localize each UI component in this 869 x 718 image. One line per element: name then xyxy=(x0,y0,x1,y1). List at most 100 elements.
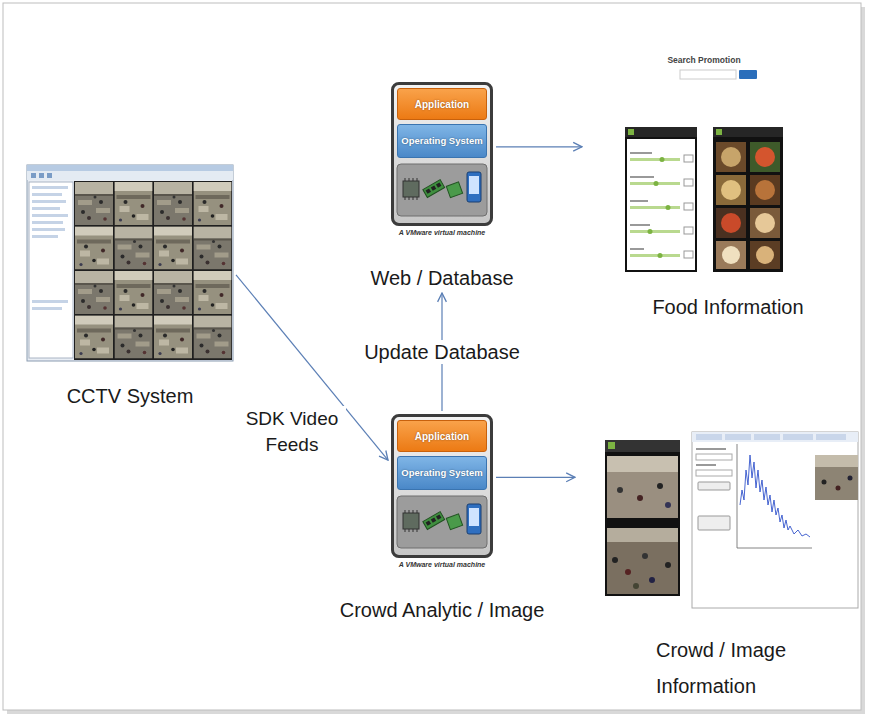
screenshot-area xyxy=(27,165,233,361)
crowd-screenshot xyxy=(737,444,812,548)
cctv-screenshot xyxy=(75,316,113,359)
food-app-screenshot-box: Food Information xyxy=(585,120,835,319)
phone-screenshot xyxy=(625,127,697,272)
crowd-screenshot xyxy=(696,448,726,450)
phone-screenshot xyxy=(628,129,634,135)
crowd-screenshot xyxy=(740,455,810,537)
os-layer: Operating System xyxy=(397,456,487,490)
cctv-screenshot xyxy=(32,235,58,238)
application-layer: Application xyxy=(397,88,487,120)
phone-screenshot xyxy=(630,224,650,226)
phone-screenshot xyxy=(666,205,671,210)
phone-screenshot xyxy=(713,127,783,137)
screenshot-area xyxy=(578,425,860,613)
cctv-screenshot xyxy=(32,221,63,224)
cctv-screenshot xyxy=(75,271,113,314)
cctv-screenshot xyxy=(27,165,233,171)
phone-screenshot xyxy=(684,203,693,210)
crowd-screenshot xyxy=(607,528,678,542)
crowd-screenshot xyxy=(696,464,716,466)
crowd-screenshot xyxy=(607,528,678,594)
crowd-screenshot xyxy=(649,577,655,583)
phone-screenshot xyxy=(625,127,697,137)
vm-frame: ApplicationOperating System xyxy=(391,414,493,558)
crowd-screenshot xyxy=(665,502,671,508)
phone-screenshot xyxy=(721,180,741,200)
crowd-screenshot xyxy=(637,495,643,501)
crowd-screenshot xyxy=(617,487,623,493)
node-label: Crowd Analytic / Image xyxy=(330,599,554,622)
phone-screenshot xyxy=(630,206,680,209)
crowd-screenshot xyxy=(642,553,648,559)
os-layer: Operating System xyxy=(397,124,487,158)
cctv-screenshot xyxy=(32,214,68,217)
flow-arrow xyxy=(496,477,575,478)
cctv-screenshot-box: CCTV System xyxy=(18,165,242,408)
crowd-screenshot xyxy=(605,440,680,596)
cctv-screenshot xyxy=(194,271,232,314)
cctv-screenshot xyxy=(32,300,68,303)
crowd-screenshot xyxy=(815,455,858,500)
crowd-screenshot xyxy=(698,516,730,530)
phone-screenshot xyxy=(630,158,680,161)
vm-body xyxy=(391,414,493,558)
cctv-screenshot xyxy=(115,271,153,314)
phone-screenshot xyxy=(684,155,693,162)
cctv-screenshot xyxy=(154,227,192,270)
layer-label: Operating System xyxy=(401,468,482,478)
vm-body xyxy=(391,82,493,558)
application-layer: Application xyxy=(397,420,487,452)
phone-screenshot xyxy=(755,147,775,167)
phone-screenshot xyxy=(625,127,783,272)
cctv-screenshot xyxy=(32,228,65,231)
cctv-screenshot xyxy=(32,193,62,196)
cctv-screenshot xyxy=(194,316,232,359)
phone-screenshot xyxy=(722,246,740,264)
crowd-screenshot xyxy=(612,557,618,563)
cctv-screenshot xyxy=(39,173,44,178)
vm-frame: ApplicationOperating System xyxy=(391,82,493,226)
phone-screenshot xyxy=(630,200,648,202)
crowd-screenshot xyxy=(692,432,858,442)
flow-arrow xyxy=(496,146,582,147)
crowd-screenshot xyxy=(605,432,858,608)
phone-screenshot xyxy=(716,241,746,269)
cctv-screenshot xyxy=(154,271,192,314)
cctv-screenshot xyxy=(32,207,60,210)
crowd-screenshot xyxy=(836,486,841,491)
flow-arrow xyxy=(236,275,388,460)
layer-label: Application xyxy=(415,431,469,442)
node-label: Crowd / Image Information xyxy=(656,632,796,704)
cctv-screenshot xyxy=(75,227,113,270)
phone-screenshot xyxy=(716,142,746,172)
phone-screenshot xyxy=(755,180,775,200)
phone-screenshot xyxy=(630,248,644,250)
node-label: CCTV System xyxy=(18,385,242,408)
cctv-screenshot xyxy=(74,181,232,360)
phone-screenshot xyxy=(750,241,780,269)
node-label: Web / Database xyxy=(340,267,544,290)
phone-screenshot xyxy=(630,182,680,185)
cctv-screenshot xyxy=(31,173,36,178)
cctv-screenshot xyxy=(27,165,233,361)
crowd-screenshot xyxy=(665,562,671,568)
crowd-screenshot xyxy=(848,476,853,481)
crowd-screenshot xyxy=(657,483,663,489)
crowd-screenshot xyxy=(815,455,858,467)
search-form xyxy=(680,70,757,79)
crowd-screenshot xyxy=(696,470,732,476)
crowd-screenshot xyxy=(625,569,631,575)
cctv-screenshot xyxy=(115,316,153,359)
crowd-screenshot xyxy=(605,440,680,452)
phone-screenshot xyxy=(750,175,780,205)
phone-screenshot xyxy=(658,253,663,258)
phone-screenshot xyxy=(630,254,680,257)
edge-label: SDK Video Feeds xyxy=(238,406,346,458)
crowd-screenshot xyxy=(607,456,678,518)
phone-screenshot xyxy=(684,227,693,234)
cctv-screenshot xyxy=(27,171,233,180)
phone-screenshot xyxy=(627,139,695,270)
cctv-screenshot xyxy=(29,182,73,358)
phone-screenshot xyxy=(660,157,665,162)
cctv-screenshot xyxy=(32,200,66,203)
